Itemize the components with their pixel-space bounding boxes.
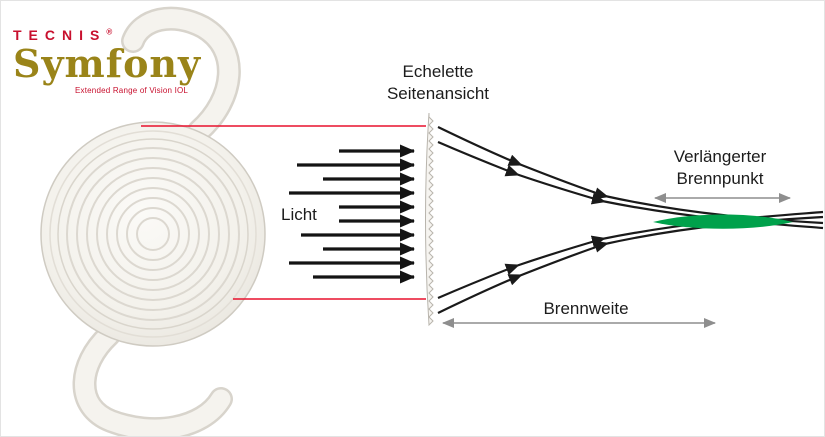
brand-logo: TECNIS® Symfony Extended Range of Vision… [13, 27, 203, 96]
extended-focus-label-line2: Brennpunkt [676, 169, 764, 188]
echelette-profile [425, 112, 434, 327]
lens-haptic-top [121, 6, 241, 143]
light-label: Licht [281, 205, 317, 224]
extended-focus-label: Verlängerter Brennpunkt [639, 146, 801, 190]
echelette-label-line2: Seitenansicht [386, 84, 490, 103]
lens-diffractive-rings [66, 147, 240, 321]
extended-focus-region [653, 214, 793, 229]
echelette-label-line1: Echelette [402, 62, 474, 81]
lens-illustration [40, 6, 266, 436]
brand-name: TECNIS® [13, 27, 203, 43]
lens-haptic-bottom [72, 323, 233, 436]
echelette-label: Echelette Seitenansicht [358, 61, 518, 105]
product-name: Symfony [13, 41, 202, 86]
registered-mark: ® [106, 27, 113, 37]
focal-length-label: Brennweite [543, 299, 629, 318]
light-arrows [289, 144, 415, 284]
brand-name-text: TECNIS [13, 27, 107, 43]
logo-tagline: Extended Range of Vision IOL [75, 86, 189, 95]
extended-focus-label-line1: Verlängerter [673, 147, 767, 166]
lens-optic [40, 121, 266, 347]
